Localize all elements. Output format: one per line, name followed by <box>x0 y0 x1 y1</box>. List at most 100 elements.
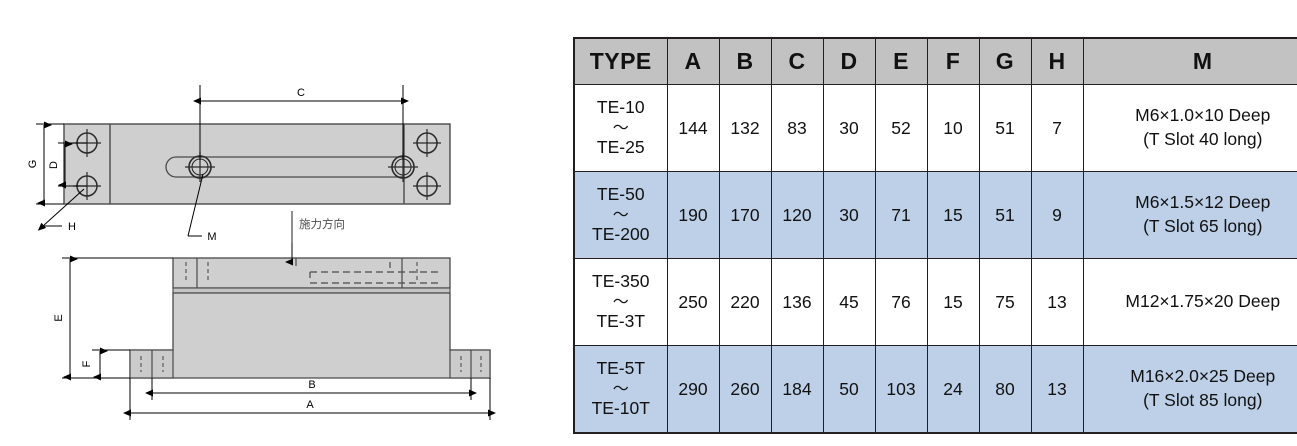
table-row: TE-50 〜 TE-200 190 170 120 30 71 15 51 9… <box>573 171 1297 259</box>
force-direction-note: 施力方向 <box>291 211 345 243</box>
column-header-g: G <box>978 37 1032 85</box>
cell-a: 190 <box>666 171 720 259</box>
table-row: TE-5T 〜 TE-10T 290 260 184 50 103 24 80 … <box>573 345 1297 434</box>
cell-type: TE-350 〜 TE-3T <box>573 258 668 346</box>
cell-e: 103 <box>874 345 928 434</box>
m-spec-line2: (T Slot 85 long) <box>1143 390 1263 410</box>
dimension-a: A <box>123 378 496 420</box>
cell-d: 30 <box>822 84 876 172</box>
cell-c: 184 <box>770 345 824 434</box>
cell-c: 120 <box>770 171 824 259</box>
cell-e: 52 <box>874 84 928 172</box>
type-range-end: TE-25 <box>596 137 645 157</box>
table-header-row: TYPE A B C D E F G H M <box>573 37 1297 85</box>
cell-type: TE-10 〜 TE-25 <box>573 84 668 172</box>
cell-m: M16×2.0×25 Deep (T Slot 85 long) <box>1082 345 1297 434</box>
leader-m: M <box>187 173 217 243</box>
leader-h: H <box>37 188 85 233</box>
column-header-c: C <box>770 37 824 85</box>
cell-f: 15 <box>926 258 980 346</box>
cell-f: 10 <box>926 84 980 172</box>
front-separator-strip <box>172 287 451 294</box>
dimension-table: TYPE A B C D E F G H M TE-10 〜 <box>573 37 1297 434</box>
cell-g: 51 <box>978 171 1032 259</box>
cell-m: M12×1.75×20 Deep <box>1082 258 1297 346</box>
dimension-d: D <box>48 140 87 189</box>
drawing-svg: C G D <box>27 85 496 420</box>
top-view-plate-body <box>63 123 451 205</box>
column-header-e: E <box>874 37 928 85</box>
dimension-table-wrap: TYPE A B C D E F G H M TE-10 〜 <box>573 37 1297 434</box>
hidden-t-slot-projection <box>309 271 440 284</box>
cell-f: 15 <box>926 171 980 259</box>
m-spec-line1: M6×1.5×12 Deep <box>1135 192 1271 213</box>
cell-g: 51 <box>978 84 1032 172</box>
dimension-f: F <box>81 347 130 381</box>
force-direction-label: 施力方向 <box>299 217 345 231</box>
dimension-label-a: A <box>306 399 314 411</box>
cell-g: 75 <box>978 258 1032 346</box>
cell-e: 76 <box>874 258 928 346</box>
cell-d: 50 <box>822 345 876 434</box>
type-range-start: TE-5T <box>596 358 646 379</box>
dimension-g: G <box>27 121 64 207</box>
dimension-label-d: D <box>48 161 60 169</box>
type-range-symbol: 〜 <box>612 379 629 398</box>
dimension-label-g: G <box>27 160 39 169</box>
cell-c: 83 <box>770 84 824 172</box>
cell-d: 30 <box>822 171 876 259</box>
cell-f: 24 <box>926 345 980 434</box>
column-header-d: D <box>822 37 876 85</box>
type-range-start: TE-350 <box>592 271 650 292</box>
top-view: C G D <box>27 85 451 243</box>
front-right-foot <box>449 349 491 379</box>
cell-c: 136 <box>770 258 824 346</box>
column-header-a: A <box>666 37 720 85</box>
cell-g: 80 <box>978 345 1032 434</box>
dimension-label-m: M <box>207 231 216 243</box>
table-row: TE-10 〜 TE-25 144 132 83 30 52 10 51 7 M… <box>573 84 1297 172</box>
cell-b: 170 <box>718 171 772 259</box>
m-spec-line1: M16×2.0×25 Deep <box>1130 366 1276 387</box>
type-range-symbol: 〜 <box>612 118 629 137</box>
table-body: TE-10 〜 TE-25 144 132 83 30 52 10 51 7 M… <box>573 84 1297 434</box>
cell-a: 250 <box>666 258 720 346</box>
column-header-f: F <box>926 37 980 85</box>
column-header-h: H <box>1030 37 1084 85</box>
cell-h: 7 <box>1030 84 1084 172</box>
type-range-end: TE-10T <box>591 398 650 418</box>
cell-h: 13 <box>1030 345 1084 434</box>
m-spec-line1: M12×1.75×20 Deep <box>1125 291 1281 312</box>
dimension-e: E <box>53 255 173 381</box>
cell-h: 13 <box>1030 258 1084 346</box>
cell-m: M6×1.0×10 Deep (T Slot 40 long) <box>1082 84 1297 172</box>
technical-drawing: C G D <box>0 0 560 446</box>
cell-a: 290 <box>666 345 720 434</box>
cell-m: M6×1.5×12 Deep (T Slot 65 long) <box>1082 171 1297 259</box>
dimension-c: C <box>193 85 409 160</box>
dimension-label-f: F <box>81 360 93 367</box>
mounting-hole-bottom-right <box>413 172 441 200</box>
t-slot-outline <box>165 156 404 178</box>
m-spec-line2: (T Slot 65 long) <box>1143 216 1263 236</box>
m-spec-line2: (T Slot 40 long) <box>1143 129 1263 149</box>
column-header-m: M <box>1082 37 1297 85</box>
dimension-label-h: H <box>68 221 76 233</box>
dimension-label-c: C <box>297 87 305 99</box>
cell-e: 71 <box>874 171 928 259</box>
cell-b: 220 <box>718 258 772 346</box>
cell-a: 144 <box>666 84 720 172</box>
cell-h: 9 <box>1030 171 1084 259</box>
cell-type: TE-50 〜 TE-200 <box>573 171 668 259</box>
type-range-start: TE-10 <box>596 97 645 118</box>
type-range-end: TE-3T <box>596 311 646 331</box>
cell-b: 260 <box>718 345 772 434</box>
type-range-start: TE-50 <box>596 184 645 205</box>
type-range-end: TE-200 <box>592 224 650 244</box>
column-header-b: B <box>718 37 772 85</box>
type-range-symbol: 〜 <box>612 292 629 311</box>
dimension-label-e: E <box>53 314 65 321</box>
type-range-symbol: 〜 <box>612 205 629 224</box>
dimension-b: B <box>145 378 477 400</box>
